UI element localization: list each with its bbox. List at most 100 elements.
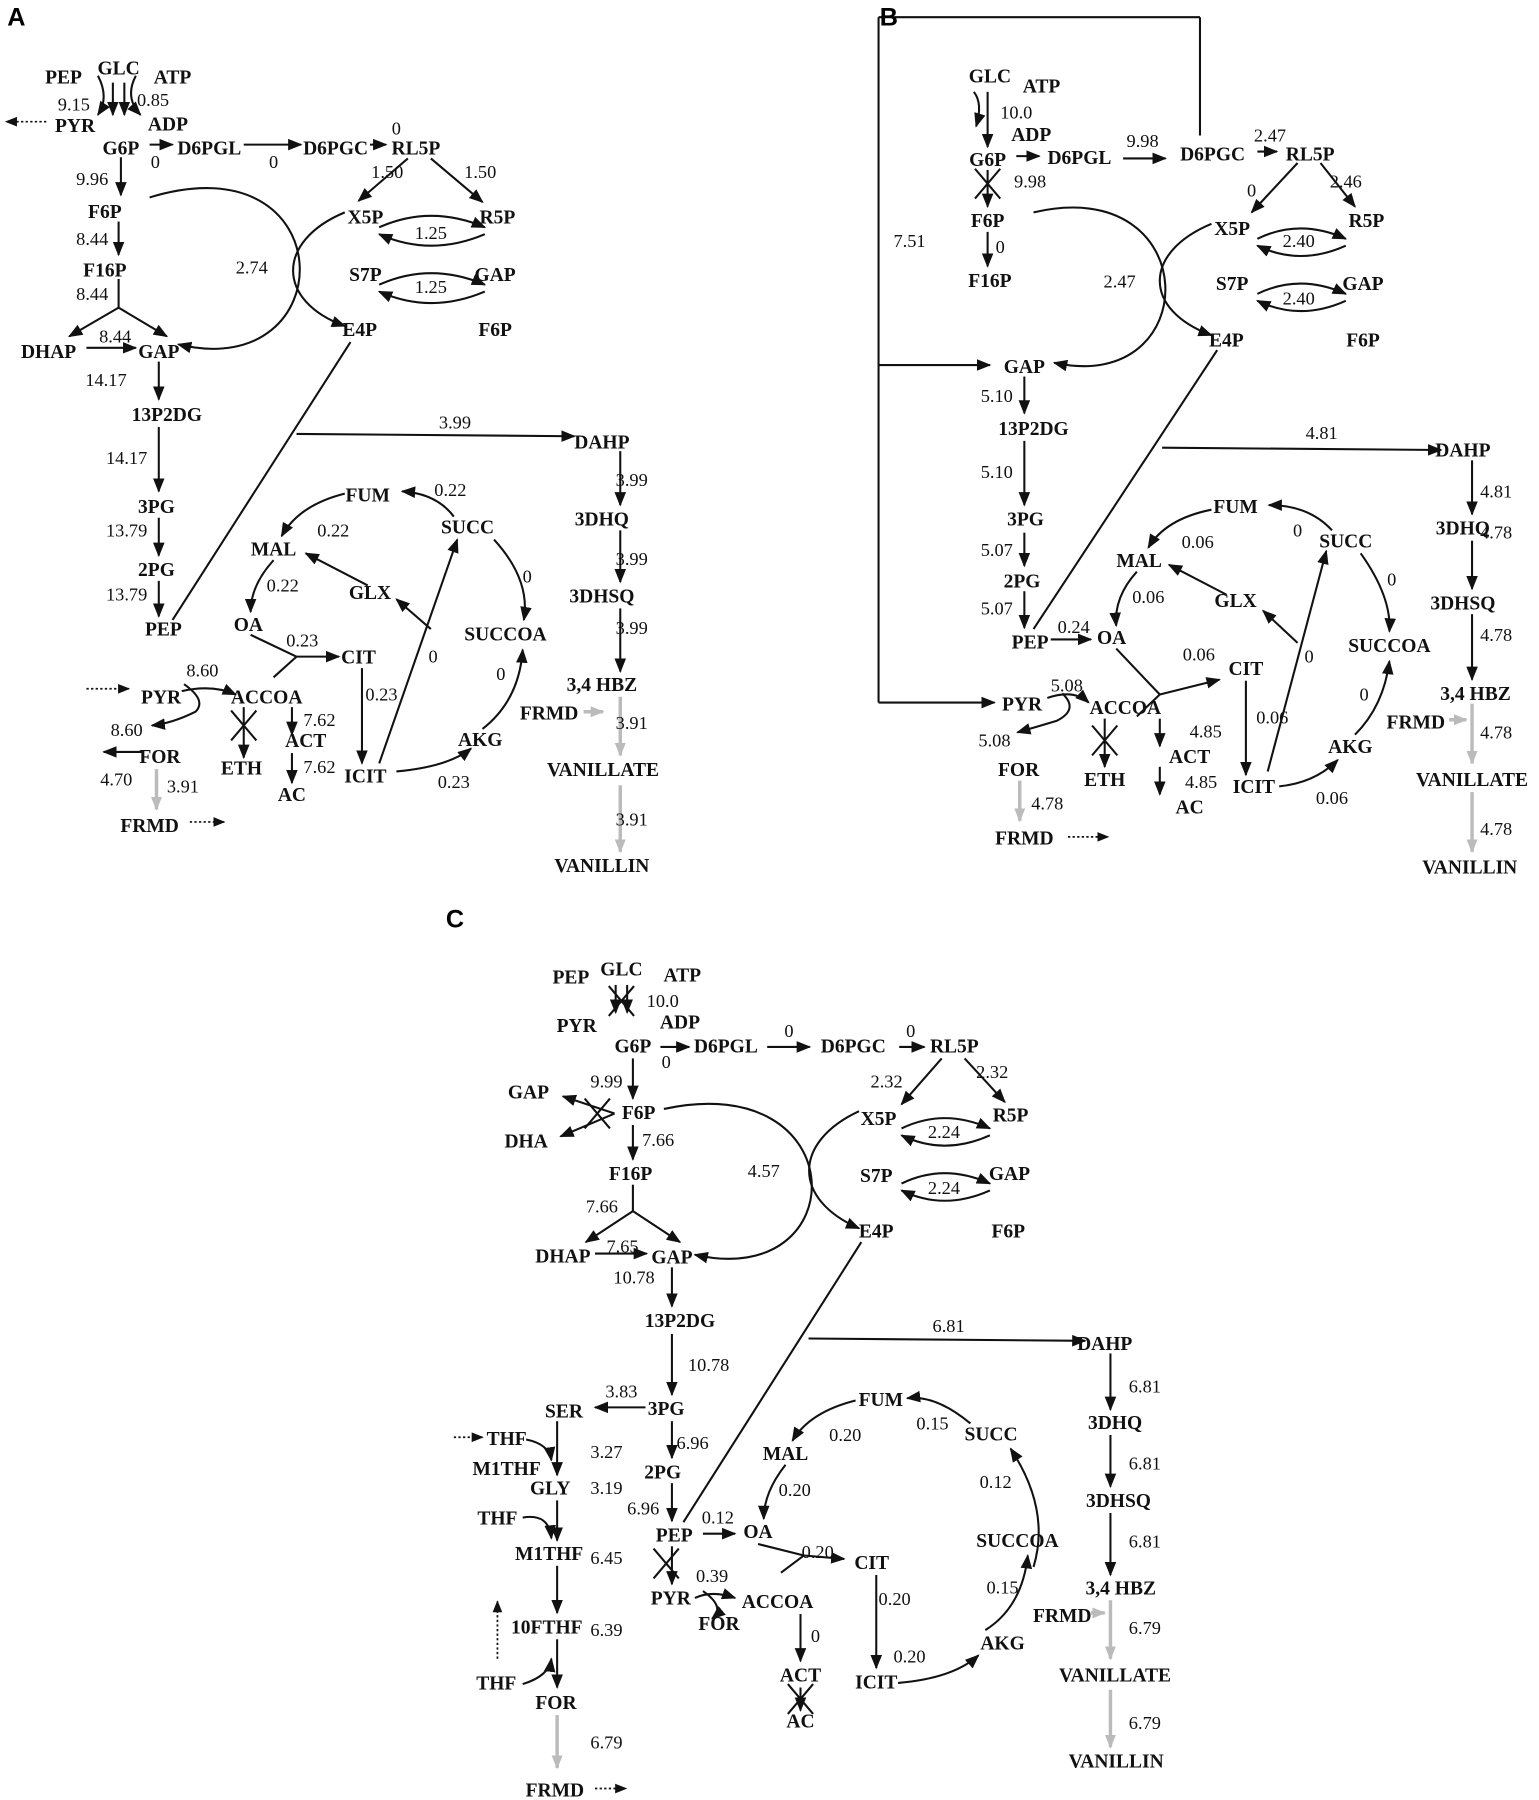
reaction-curve-arrow [400,486,455,518]
reaction-curve-arrow [1359,552,1397,633]
reaction-arrow [357,157,409,202]
reaction-curve-arrow [493,538,532,622]
flux-value: 4.81 [1480,481,1512,501]
metabolite-label: GLC [600,960,642,981]
reaction-curve-arrow [522,1515,556,1540]
reaction-curve-arrow [181,683,238,696]
reaction-curve-arrow [292,211,347,327]
reaction-arrow [1136,693,1161,718]
metabolite-label: FRMD [526,1780,584,1800]
panel-label: A [7,3,25,31]
knockout-cross-icon [652,1547,680,1580]
reaction-curve-arrow [149,187,301,354]
metabolite-label: VANILLIN [554,856,649,877]
metabolite-label: DAHP [1077,1334,1132,1355]
flux-value: 2.24 [928,1122,960,1142]
flux-value: 2.47 [1254,125,1286,145]
flux-value: 0 [151,152,160,172]
reaction-curve-arrow [377,290,486,304]
flux-value: 0.06 [1316,788,1348,808]
flux-value: 3.99 [616,470,648,490]
reaction-arrow [1115,647,1161,696]
metabolite-label: PEP [1012,632,1049,653]
metabolite-label: GAP [508,1082,549,1103]
metabolite-label: CIT [341,647,376,668]
metabolite-label: AC [1176,798,1204,819]
flux-value: 4.85 [1185,772,1217,792]
metabolite-label: ETH [221,759,262,780]
reaction-curve-arrow [150,683,201,730]
metabolite-label: AKG [458,730,502,751]
reaction-curve-arrow [1279,758,1339,788]
flux-value: 4.78 [1480,523,1512,543]
metabolite-label: 2PG [138,560,175,581]
metabolite-label: PEP [145,620,182,641]
metabolite-label: ADP [148,115,188,136]
flux-value: 5.10 [981,386,1013,406]
flux-value: 8.44 [76,229,108,249]
metabolite-label: FRMD [995,829,1053,850]
metabolite-label: PYR [651,1589,692,1610]
metabolite-label: FOR [698,1614,740,1635]
reaction-arrow [1250,162,1299,214]
reaction-curve-arrow [1256,227,1348,240]
flux-value: 7.66 [586,1197,618,1217]
metabolite-label: MAL [251,539,297,560]
knockout-cross-icon [607,985,635,1017]
reaction-curve-arrow [280,492,346,538]
metabolite-label: 3PG [648,1399,685,1420]
metabolite-label: VANILLIN [1069,1752,1164,1773]
metabolite-label: D6PGL [177,139,241,160]
flux-value: 4.78 [1480,722,1512,742]
reaction-arrow [171,341,352,621]
metabolite-label: PEP [552,968,589,989]
metabolite-label: GAP [475,265,516,286]
flux-value: 0.12 [702,1508,734,1528]
metabolite-label: 3,4 HBZ [567,675,637,696]
metabolite-label: FOR [998,760,1040,781]
reaction-arrow [250,633,297,658]
flux-value: 0.39 [696,1566,728,1586]
metabolite-label: ACCOA [1090,698,1162,719]
metabolite-label: GAP [138,342,179,363]
flux-value: 5.07 [981,598,1013,618]
metabolite-label: F6P [971,211,1005,232]
flux-value: 0 [392,119,401,139]
metabolite-label: 13P2DG [132,405,202,426]
reaction-curve-arrow [901,1117,992,1130]
flux-value: 0.22 [434,480,466,500]
metabolite-label: DHAP [535,1247,590,1268]
reaction-curve-arrow [1009,1447,1040,1568]
metabolite-label: F6P [991,1221,1025,1242]
metabolite-label: FOR [139,747,181,768]
reaction-curve-arrow [984,1554,1033,1631]
metabolite-label: 13P2DG [998,419,1068,440]
metabolite-label: SUCC [965,1424,1018,1445]
metabolite-label: OA [234,615,263,636]
flux-value: 0.20 [779,1480,811,1500]
flux-value: 5.07 [981,540,1013,560]
metabolite-label: ACT [780,1666,821,1687]
metabolite-label: 3DHSQ [1086,1491,1151,1512]
flux-value: 2.32 [976,1062,1008,1082]
metabolite-label: E4P [1209,330,1244,351]
metabolite-label: GLC [97,58,139,79]
flux-value: 6.81 [1129,1454,1161,1474]
reaction-curve-arrow [757,1464,787,1521]
flux-value: 10.0 [647,991,679,1011]
metabolite-label: THF [487,1429,527,1450]
reaction-curve-arrow [244,559,275,614]
metabolite-label: GLX [1214,591,1256,612]
metabolite-label: ADP [1011,125,1051,146]
flux-value: 6.39 [590,1620,622,1640]
flux-value: 0.20 [802,1542,834,1562]
flux-value: 0.06 [1183,644,1215,664]
reaction-curve-arrow [1256,282,1348,295]
metabolite-label: S7P [1216,274,1249,295]
flux-value: 0 [906,1021,915,1041]
flux-value: 7.66 [642,1130,674,1150]
flux-value: 14.17 [85,370,126,390]
metabolite-label: D6PGC [1180,144,1245,165]
metabolite-label: 3DHQ [575,510,629,531]
